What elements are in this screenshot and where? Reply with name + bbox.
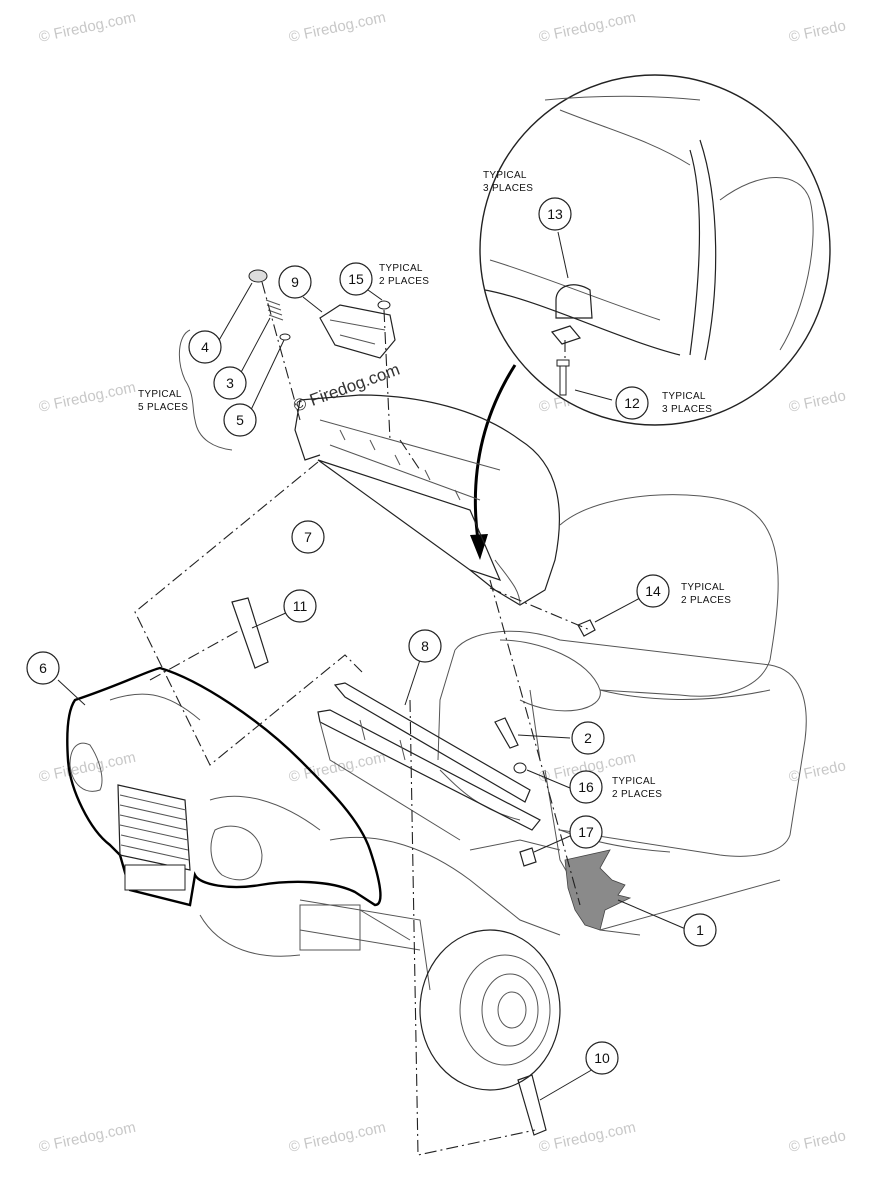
watermark: © Firedo xyxy=(787,1127,847,1156)
callout-10: 10 xyxy=(585,1041,619,1075)
dash-panel-7 xyxy=(294,304,560,606)
watermark: © Firedo xyxy=(787,757,847,786)
rail-8 xyxy=(317,659,689,931)
strip-10 xyxy=(517,1067,596,1136)
note-line: TYPICAL xyxy=(662,391,706,402)
callouts: 1 2 3 4 5 6 7 8 9 10 11 12 13 14 15 16 1… xyxy=(26,197,717,1075)
callout-label: 13 xyxy=(547,206,563,222)
callout-label: 2 xyxy=(584,730,592,746)
callout-14: 14 xyxy=(636,574,670,608)
watermark: © Firedog.com xyxy=(287,1119,387,1156)
note-line: 3 PLACES xyxy=(662,404,712,415)
callout-6: 6 xyxy=(26,651,60,685)
note-line: 5 PLACES xyxy=(138,402,188,413)
watermark: © Firedog.com xyxy=(287,9,387,46)
callout-label: 14 xyxy=(645,583,661,599)
notes: TYPICAL 5 PLACES TYPICAL 2 PLACES TYPICA… xyxy=(138,170,731,800)
note-line: TYPICAL xyxy=(681,582,725,593)
callout-17: 17 xyxy=(569,815,603,849)
callout-13: 13 xyxy=(538,197,572,231)
watermark: © Firedo xyxy=(787,17,847,46)
callout-4: 4 xyxy=(188,330,222,364)
note-line: TYPICAL xyxy=(138,389,182,400)
callout-label: 6 xyxy=(39,660,47,676)
callout-label: 12 xyxy=(624,395,640,411)
detail-inset xyxy=(479,74,831,426)
callout-9: 9 xyxy=(278,265,312,299)
detail-arrow xyxy=(470,364,517,560)
watermark: © Firedo xyxy=(787,387,847,416)
callout-3: 3 xyxy=(213,366,247,400)
callout-5: 5 xyxy=(223,403,257,437)
watermark: © Firedog.com xyxy=(537,9,637,46)
watermark: © Firedog.com xyxy=(37,1119,137,1156)
callout-label: 7 xyxy=(304,529,312,545)
screw-15 xyxy=(302,289,391,441)
note-line: 2 PLACES xyxy=(612,789,662,800)
note-line: 2 PLACES xyxy=(681,595,731,606)
note-line: TYPICAL xyxy=(612,776,656,787)
callout-label: 10 xyxy=(594,1050,610,1066)
callout-label: 1 xyxy=(696,922,704,938)
watermark-dark: © Firedog.com xyxy=(291,360,402,416)
note-line: TYPICAL xyxy=(483,170,527,181)
callout-label: 16 xyxy=(578,779,594,795)
callout-1: 1 xyxy=(683,913,717,947)
callout-8: 8 xyxy=(408,629,442,663)
hood-6 xyxy=(57,666,382,907)
note-line: 2 PLACES xyxy=(379,276,429,287)
callout-16: 16 xyxy=(569,770,603,804)
note-line: TYPICAL xyxy=(379,263,423,274)
callout-label: 4 xyxy=(201,339,209,355)
watermark: © Firedog.com xyxy=(37,749,137,786)
callout-label: 9 xyxy=(291,274,299,290)
watermark: © Firedog.com xyxy=(287,749,387,786)
watermark: © Firedog.com xyxy=(37,379,137,416)
callout-2: 2 xyxy=(571,721,605,755)
callout-label: 8 xyxy=(421,638,429,654)
callout-label: 3 xyxy=(226,375,234,391)
callout-label: 15 xyxy=(348,271,364,287)
callout-label: 5 xyxy=(236,412,244,428)
callout-7: 7 xyxy=(291,520,325,554)
watermark: © Firedog.com xyxy=(537,1119,637,1156)
assembly-lines xyxy=(134,439,591,1156)
note-line: 3 PLACES xyxy=(483,183,533,194)
callout-12: 12 xyxy=(615,386,649,420)
hardware-4-3-5 xyxy=(178,269,301,451)
strip-11 xyxy=(231,597,289,669)
callout-15: 15 xyxy=(339,262,373,296)
callout-11: 11 xyxy=(283,589,317,623)
callout-label: 11 xyxy=(293,598,308,614)
callout-label: 17 xyxy=(578,824,594,840)
pin-14 xyxy=(577,597,641,637)
cart-body-outline xyxy=(199,494,807,1091)
watermark: © Firedog.com xyxy=(37,9,137,46)
